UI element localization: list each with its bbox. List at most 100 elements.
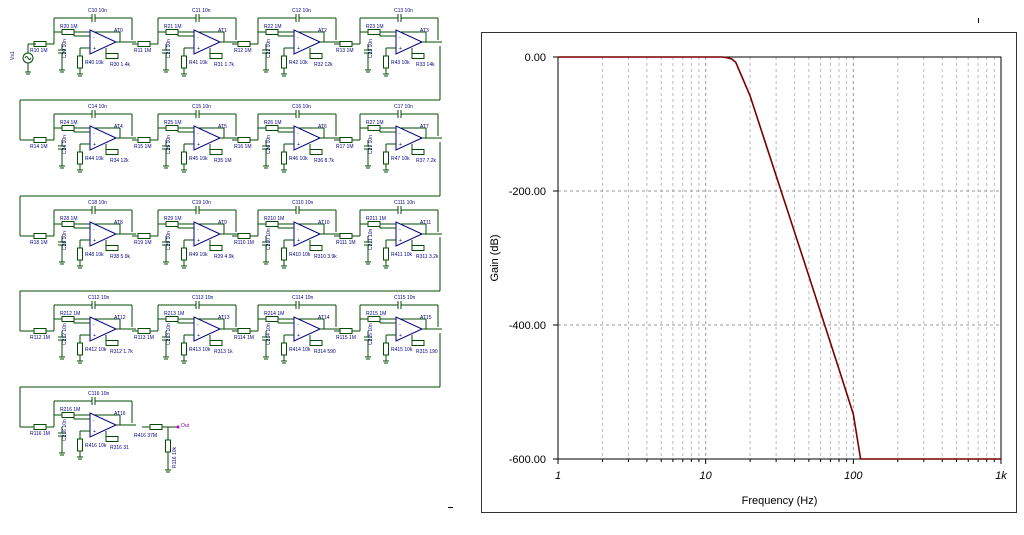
gain-resistor (309, 340, 323, 346)
feedback-resistor-label: R213 1M (164, 311, 184, 317)
ground-capacitor-label: C213 10n (166, 323, 172, 345)
ground-resistor (77, 438, 83, 452)
op-amp-plus: + (297, 46, 300, 52)
ground-resistor-label: R410 10k (289, 252, 311, 258)
feedback-capacitor-label: C14 10n (88, 104, 107, 110)
feedback-capacitor (91, 397, 96, 405)
gain-resistor-label: R39 4.9k (214, 254, 235, 260)
feedback-resistor (265, 125, 279, 131)
op-amp-label: AT10 (318, 220, 330, 226)
feedback-capacitor (295, 301, 300, 309)
op-amp (89, 29, 118, 55)
ground-resistor-label: R48 10k (85, 252, 104, 258)
ground-resistor (383, 55, 389, 69)
ground-symbol (365, 356, 371, 360)
source-label: Vs1 (10, 51, 16, 60)
ground-symbol (59, 261, 65, 265)
ground-resistor (383, 342, 389, 356)
feedback-capacitor-label: C111 10n (394, 200, 415, 206)
op-amp-label: AT5 (218, 124, 227, 130)
op-amp-minus: - (399, 322, 401, 328)
op-amp-plus: + (93, 238, 96, 244)
ground-capacitor-label: C21 10n (166, 39, 172, 58)
feedback-capacitor-label: C11 10n (192, 8, 211, 14)
gain-resistor (105, 53, 119, 59)
op-amp-plus: + (197, 333, 200, 339)
gain-resistor-label: R316 31 (110, 445, 129, 451)
gain-curve (558, 56, 1001, 460)
feedback-capacitor-label: C18 10n (88, 200, 107, 206)
input-resistor (237, 328, 251, 334)
x-tick-label: 100 (844, 470, 863, 482)
gain-resistor (411, 53, 425, 59)
feedback-capacitor-label: C116 10n (88, 391, 110, 397)
gain-resistor-label: R313 1k (214, 349, 233, 355)
ground-symbol (59, 69, 65, 73)
op-amp (89, 125, 118, 151)
feedback-resistor-label: R25 1M (164, 120, 182, 126)
gain-resistor-label: R36 8.7k (314, 158, 335, 164)
ground-resistor-label: R44 10k (85, 156, 104, 162)
gain-resistor-label: R37 7.2k (416, 158, 437, 164)
op-amp-plus: + (197, 142, 200, 148)
ground-symbol (281, 169, 287, 173)
input-resistor-label: R113 1M (134, 335, 154, 341)
op-amp-label: AT16 (114, 411, 126, 417)
input-resistor (339, 41, 353, 47)
feedback-capacitor (397, 110, 402, 118)
ground-symbol (383, 169, 389, 173)
feedback-resistor-label: R21 1M (164, 24, 182, 30)
ground-symbol (77, 456, 83, 460)
plot-area-border (557, 56, 1002, 460)
ground-resistor (181, 342, 187, 356)
feedback-capacitor (195, 301, 200, 309)
output-terminal (176, 425, 180, 429)
input-resistor-label: R115 1M (336, 335, 356, 341)
feedback-capacitor-label: C16 10n (292, 104, 311, 110)
feedback-resistor-label: R26 1M (264, 120, 282, 126)
op-amp-label: AT2 (318, 28, 327, 34)
ground-capacitor-label: C26 10n (266, 135, 272, 154)
input-resistor-label: R13 1M (336, 48, 354, 54)
gain-resistor (411, 245, 425, 251)
feedback-capacitor-label: C110 10n (292, 200, 314, 206)
x-axis-label: Frequency (Hz) (742, 495, 818, 507)
ground-resistor-label: R414 10k (289, 347, 311, 353)
ground-resistor (181, 151, 187, 165)
op-amp (193, 221, 222, 247)
feedback-capacitor-label: C10 10n (88, 8, 107, 14)
input-resistor (33, 328, 47, 334)
feedback-resistor-label: R20 1M (60, 24, 78, 30)
sine-icon (24, 56, 32, 60)
op-amp-plus: + (93, 333, 96, 339)
ground-capacitor-label: C25 10n (166, 135, 172, 154)
ground-symbol (365, 165, 371, 169)
input-resistor (33, 233, 47, 239)
op-amp (89, 412, 118, 438)
op-amp-minus: - (297, 131, 299, 137)
feedback-resistor (367, 316, 381, 322)
feedback-resistor-label: R27 1M (366, 120, 384, 126)
ground-capacitor-label: C210 10n (266, 228, 272, 250)
ground-symbol (25, 71, 31, 75)
feedback-capacitor (195, 110, 200, 118)
ground-resistor-label: R416 10k (85, 443, 107, 449)
ground-resistor (281, 151, 287, 165)
ground-resistor-label: R41 10k (189, 60, 208, 66)
ground-resistor-label: R45 10k (189, 156, 208, 162)
feedback-resistor (165, 221, 179, 227)
op-amp-minus: - (297, 35, 299, 41)
ground-capacitor-label: C24 10n (62, 135, 68, 154)
ground-capacitor-label: C215 10n (368, 323, 374, 345)
gain-resistor (105, 149, 119, 155)
ground-symbol (77, 265, 83, 269)
input-resistor-label: R11 1M (134, 48, 151, 54)
op-amp-label: AT4 (114, 124, 123, 130)
op-amp-minus: - (93, 227, 95, 233)
ground-resistor (383, 247, 389, 261)
feedback-resistor-label: R215 1M (366, 311, 386, 317)
gain-resistor-label: R311 3.2k (416, 254, 439, 260)
ground-capacitor-label: C211 10n (368, 228, 374, 250)
gain-resistor-label: R38 5.9k (110, 254, 131, 260)
